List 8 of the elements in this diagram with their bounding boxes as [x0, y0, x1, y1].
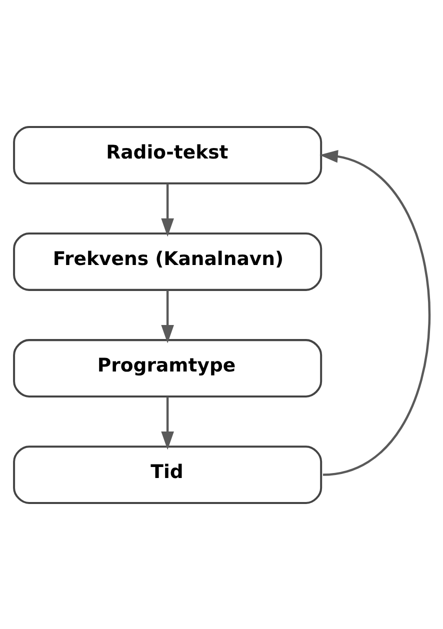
arrow [160, 290, 174, 343]
node-box: Frekvens (Kanalnavn) [12, 232, 322, 290]
arrow [319, 149, 430, 476]
arrow [160, 396, 174, 450]
node-box: Tid [12, 445, 322, 504]
node-box: Radio-tekst [12, 126, 322, 184]
arrow [160, 183, 174, 236]
node-box: Programtype [12, 338, 322, 397]
